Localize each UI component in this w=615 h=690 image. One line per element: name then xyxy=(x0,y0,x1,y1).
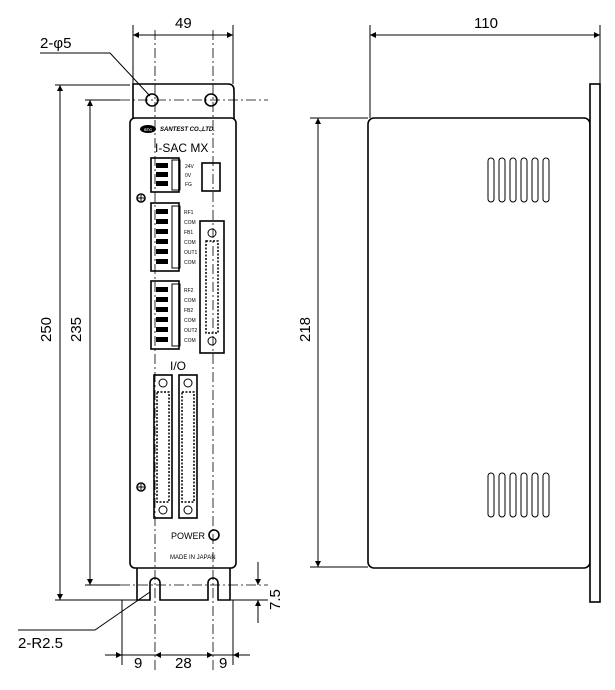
svg-text:9: 9 xyxy=(219,655,227,672)
svg-text:OUT1: OUT1 xyxy=(184,250,198,256)
svg-text:218: 218 xyxy=(297,317,314,342)
svg-text:COM: COM xyxy=(184,260,196,266)
svg-text:2-φ5: 2-φ5 xyxy=(40,35,71,52)
power-led xyxy=(208,529,220,541)
svg-text:24V: 24V xyxy=(185,164,195,170)
ch1-connector: RF1 COM FB1 COM OUT1 COM xyxy=(150,202,198,272)
svg-text:COM: COM xyxy=(184,220,196,226)
side-dimensions: 110 218 xyxy=(297,15,601,568)
made-in-label: MADE IN JAPAN xyxy=(170,555,216,561)
model-name: I-SAC MX xyxy=(155,141,208,155)
side-view xyxy=(367,83,601,603)
svg-text:STC: STC xyxy=(144,127,152,132)
power-label: POWER xyxy=(171,531,206,541)
svg-text:COM: COM xyxy=(184,240,196,246)
svg-text:28: 28 xyxy=(175,655,192,672)
svg-text:RF2: RF2 xyxy=(184,288,194,294)
svg-text:7.5: 7.5 xyxy=(267,589,284,610)
ground-screw-icon xyxy=(136,482,146,492)
svg-text:COM: COM xyxy=(184,318,196,324)
svg-text:RF1: RF1 xyxy=(184,210,194,216)
svg-text:235: 235 xyxy=(68,317,85,342)
svg-text:OUT2: OUT2 xyxy=(184,328,198,334)
io-connector-2 xyxy=(178,374,198,519)
ground-screw-icon xyxy=(136,193,146,203)
svg-text:250: 250 xyxy=(38,317,55,342)
vent-slots-lower xyxy=(487,472,550,518)
svg-text:COM: COM xyxy=(184,298,196,304)
svg-text:COM: COM xyxy=(184,338,196,344)
svg-text:2-R2.5: 2-R2.5 xyxy=(18,635,63,652)
io-label: I/O xyxy=(170,359,186,373)
bottom-mounting-tab xyxy=(136,565,231,601)
svg-text:FG: FG xyxy=(185,182,192,188)
svg-text:49: 49 xyxy=(175,15,192,32)
indicator-window xyxy=(201,162,221,192)
svg-text:110: 110 xyxy=(474,15,498,32)
svg-text:FB2: FB2 xyxy=(184,308,193,314)
ch2-connector: RF2 COM FB2 COM OUT2 COM xyxy=(150,280,198,350)
svg-text:9: 9 xyxy=(134,655,142,672)
logo-badge xyxy=(140,125,156,133)
vent-slots-upper xyxy=(487,157,550,203)
front-view: STC SANTEST CO.,LTD. I-SAC MX 24V 0V FG … xyxy=(120,30,268,670)
svg-text:0V: 0V xyxy=(185,173,192,179)
power-connector: 24V 0V FG xyxy=(150,157,195,193)
io-connector-1 xyxy=(153,374,173,519)
encoder-connector xyxy=(199,220,225,354)
svg-text:FB1: FB1 xyxy=(184,230,193,236)
top-mounting-tab xyxy=(132,83,235,120)
maker-name: SANTEST CO.,LTD. xyxy=(160,127,215,133)
front-dimensions: 49 250 235 7.5 9 28 9 2-φ5 2-R2.5 xyxy=(18,15,284,672)
